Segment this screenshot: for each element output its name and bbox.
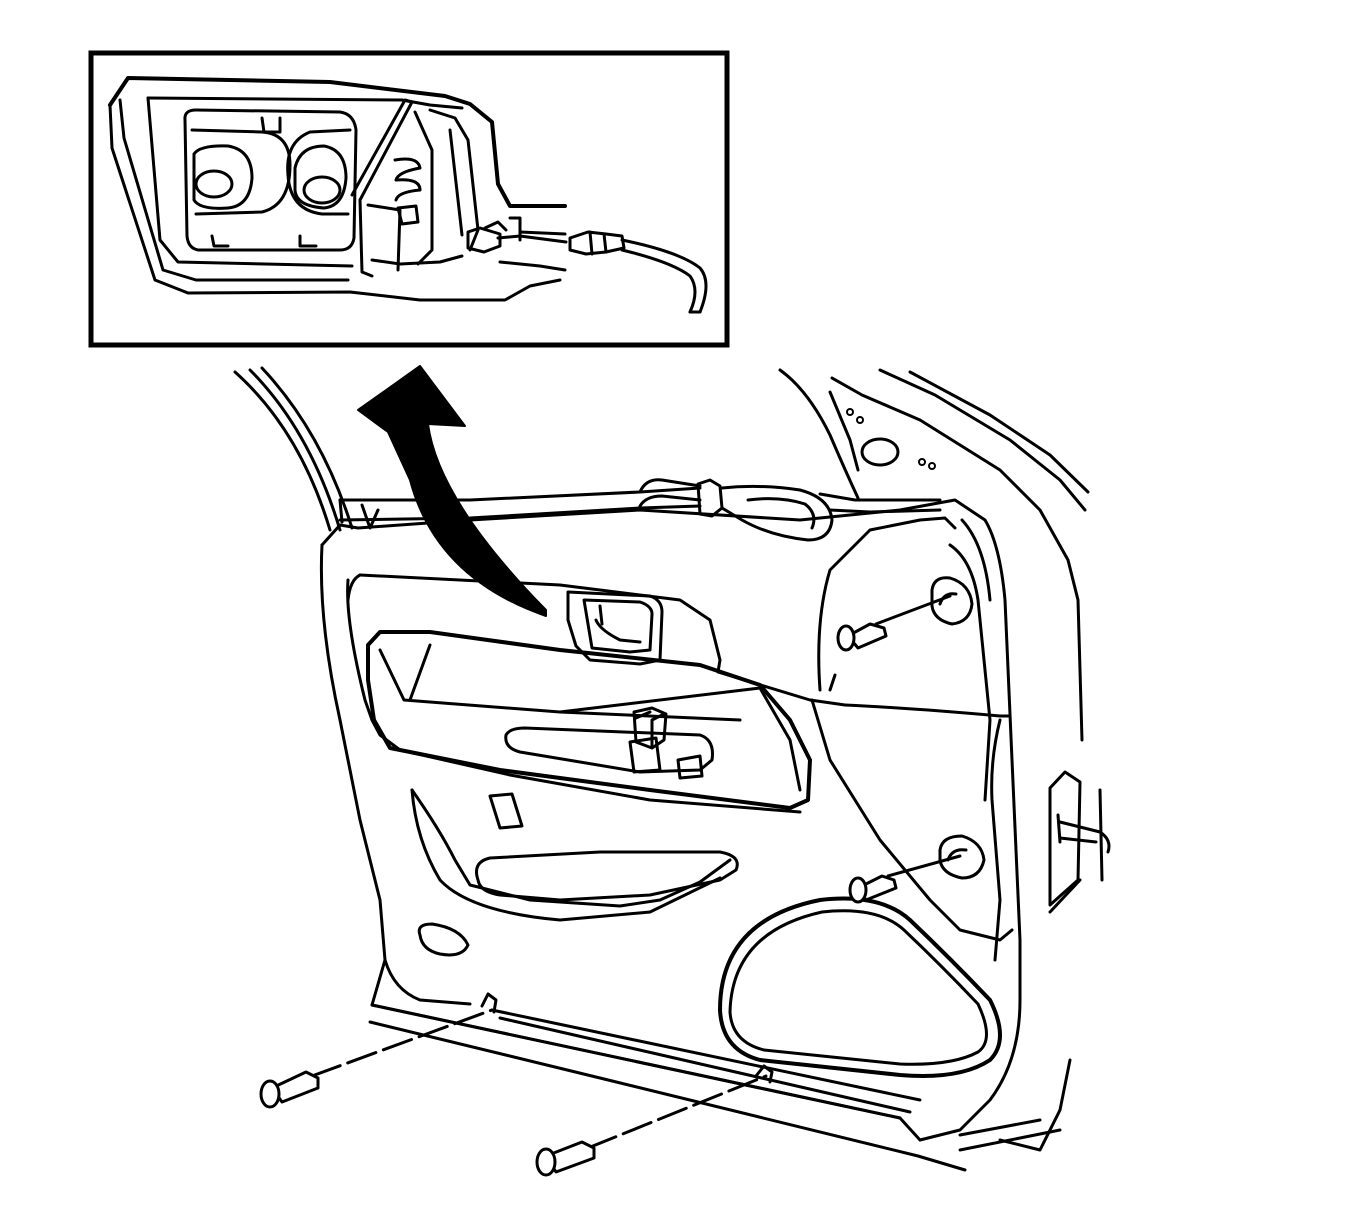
mount-hole-lower (938, 834, 986, 880)
inset-door-inner-panel (108, 76, 568, 302)
belt-molding (338, 486, 942, 530)
mount-hole-upper (930, 576, 974, 626)
door-trim-panel (319, 498, 1072, 1172)
door-latch (1048, 770, 1111, 914)
upper-armrest-trim (346, 516, 957, 814)
armrest (366, 630, 812, 810)
door-assembly (233, 366, 1111, 1172)
door-handle-pocket (566, 590, 664, 666)
door-frame-left (233, 366, 354, 532)
screw-lower-left (259, 1008, 494, 1109)
screw-lower-middle (535, 1074, 768, 1177)
sill-clip-right (754, 1064, 774, 1084)
speaker-grille (718, 518, 1014, 1078)
screw-upper-right (836, 594, 952, 652)
detail-inset (88, 50, 730, 348)
map-pocket (410, 788, 739, 957)
door-frame-upper (778, 368, 1090, 742)
screw-middle-right (848, 854, 962, 904)
sill-clip-left (480, 992, 498, 1014)
door-cable-connector (638, 478, 834, 542)
curved-arrow-up-left (357, 365, 547, 617)
inset-cable (568, 230, 708, 314)
